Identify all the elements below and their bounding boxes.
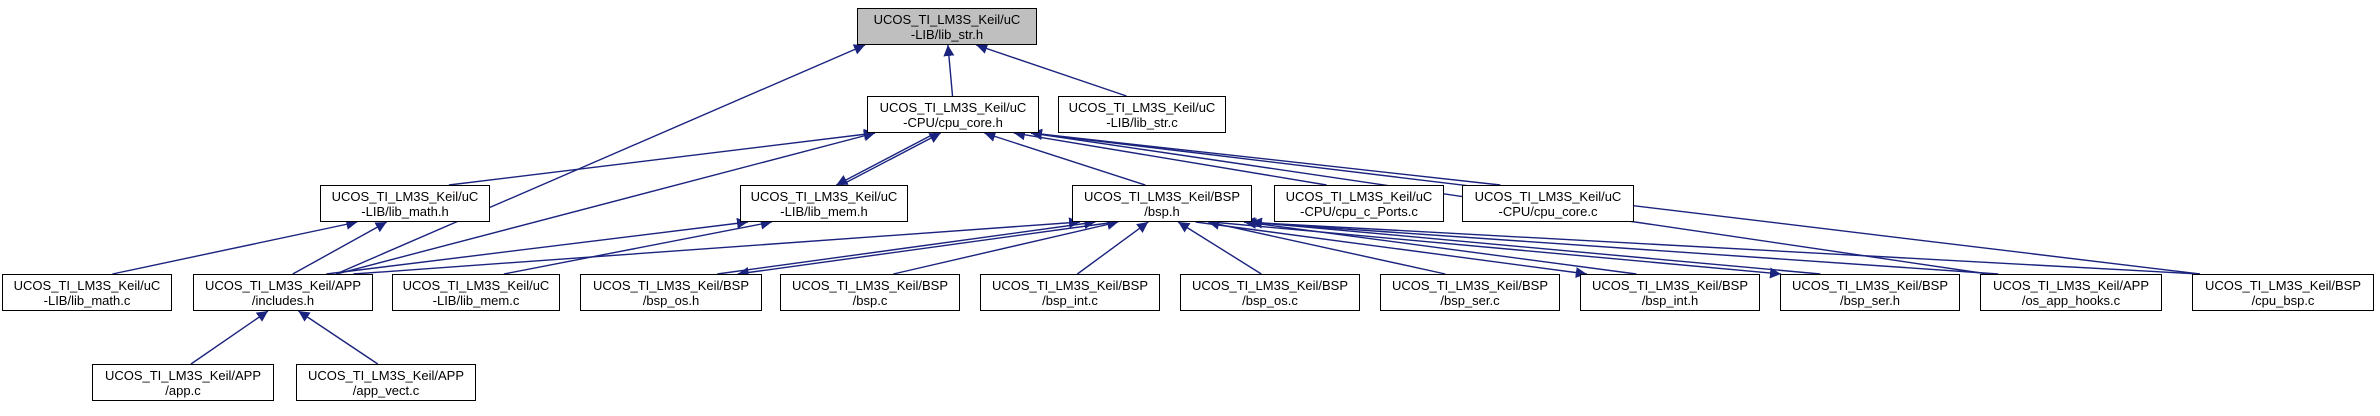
- node-line2: -LIB/lib_str.c: [1106, 114, 1178, 130]
- node-line1: UCOS_TI_LM3S_Keil/APP: [204, 277, 362, 293]
- edge-bsp_os_c-to-bsp_h: [1177, 221, 1262, 275]
- node-line2: -CPU/cpu_c_Ports.c: [1300, 203, 1418, 219]
- edge-bsp_os_h-to-bsp_h: [717, 218, 1096, 275]
- edge-cpu_core_c-to-cpu_core_h: [1030, 128, 1501, 186]
- edge-bsp_c-to-bsp_h: [893, 219, 1119, 275]
- node-bsp-os-h[interactable]: UCOS_TI_LM3S_Keil/BSP /bsp_os.h: [580, 274, 762, 311]
- node-line1: UCOS_TI_LM3S_Keil/APP: [307, 367, 465, 383]
- node-lib-mem-c[interactable]: UCOS_TI_LM3S_Keil/uC -LIB/lib_mem.c: [392, 274, 560, 311]
- node-line1: UCOS_TI_LM3S_Keil/BSP: [991, 277, 1149, 293]
- node-bsp-c[interactable]: UCOS_TI_LM3S_Keil/BSP /bsp.c: [780, 274, 960, 311]
- node-line1: UCOS_TI_LM3S_Keil/uC: [879, 99, 1027, 115]
- edge-lib_mem_c-to-lib_mem_h: [503, 218, 772, 275]
- edge-bsp_h-to-cpu_core_h: [984, 131, 1146, 186]
- edge-includes_h-to-lib_mem_h: [326, 217, 749, 275]
- node-cpu-c-ports-c[interactable]: UCOS_TI_LM3S_Keil/uC -CPU/cpu_c_Ports.c: [1274, 185, 1444, 222]
- node-line2: /bsp_ser.h: [1840, 292, 1900, 308]
- edge-bsp_h-to-bsp_os_h: [737, 221, 1116, 278]
- node-lib-mem-h[interactable]: UCOS_TI_LM3S_Keil/uC -LIB/lib_mem.h: [740, 185, 908, 222]
- edge-cpu_bsp_c-to-bsp_h: [1243, 217, 2201, 275]
- edge-includes_h-to-bsp_h: [353, 217, 1081, 275]
- node-bsp-int-h[interactable]: UCOS_TI_LM3S_Keil/BSP /bsp_int.h: [1580, 274, 1760, 311]
- node-line2: /app_vect.c: [352, 382, 420, 398]
- node-line2: /bsp_int.h: [1641, 292, 1699, 308]
- node-line1: UCOS_TI_LM3S_Keil/uC: [1068, 99, 1216, 115]
- node-line1: UCOS_TI_LM3S_Keil/uC: [402, 277, 550, 293]
- node-bsp-ser-c[interactable]: UCOS_TI_LM3S_Keil/BSP /bsp_ser.c: [1380, 274, 1560, 311]
- node-line2: -CPU/cpu_core.c: [1498, 203, 1598, 219]
- edge-bsp_ser_h-to-bsp_h: [1250, 217, 1821, 275]
- node-line2: /bsp_ser.c: [1440, 292, 1500, 308]
- node-line1: UCOS_TI_LM3S_Keil/APP: [1992, 277, 2150, 293]
- node-line1: UCOS_TI_LM3S_Keil/uC: [750, 188, 898, 204]
- edge-includes_h-to-lib_math_h: [292, 221, 388, 275]
- node-bsp-int-c[interactable]: UCOS_TI_LM3S_Keil/BSP /bsp_int.c: [980, 274, 1160, 311]
- node-bsp-ser-h[interactable]: UCOS_TI_LM3S_Keil/BSP /bsp_ser.h: [1780, 274, 1960, 311]
- edge-app_c-to-includes_h: [190, 310, 269, 365]
- edge-bsp_int_c-to-bsp_h: [1076, 221, 1149, 275]
- node-line2: -LIB/lib_mem.h: [780, 203, 868, 219]
- node-lib-str-h: UCOS_TI_LM3S_Keil/uC -LIB/lib_str.h: [857, 8, 1037, 45]
- node-cpu-core-h[interactable]: UCOS_TI_LM3S_Keil/uC -CPU/cpu_core.h: [867, 96, 1039, 133]
- node-app-c[interactable]: UCOS_TI_LM3S_Keil/APP /app.c: [92, 364, 274, 401]
- node-line2: -CPU/cpu_core.h: [903, 114, 1003, 130]
- node-line1: UCOS_TI_LM3S_Keil/uC: [1474, 188, 1622, 204]
- node-bsp-os-c[interactable]: UCOS_TI_LM3S_Keil/BSP /bsp_os.c: [1180, 274, 1360, 311]
- edge-lib_str_c-to-lib_str_h: [976, 43, 1127, 97]
- node-line2: /cpu_bsp.c: [2251, 292, 2315, 308]
- edge-bsp_h-to-bsp_ser_h: [1211, 221, 1782, 279]
- edge-bsp_ser_c-to-bsp_h: [1208, 218, 1446, 275]
- node-line2: /app.c: [165, 382, 201, 398]
- edge-cpu_core_h-to-lib_str_h: [943, 44, 955, 97]
- node-lib-str-c[interactable]: UCOS_TI_LM3S_Keil/uC -LIB/lib_str.c: [1058, 96, 1226, 133]
- node-app-vect-c[interactable]: UCOS_TI_LM3S_Keil/APP /app_vect.c: [296, 364, 476, 401]
- node-line1: UCOS_TI_LM3S_Keil/BSP: [1083, 188, 1241, 204]
- node-cpu-core-c[interactable]: UCOS_TI_LM3S_Keil/uC -CPU/cpu_core.c: [1462, 185, 1634, 222]
- node-line1: UCOS_TI_LM3S_Keil/BSP: [1391, 277, 1549, 293]
- edge-cpu_c_ports-to-cpu_core_h: [1013, 129, 1327, 186]
- edge-bsp_h-to-bsp_int_h: [1195, 221, 1587, 279]
- node-line1: UCOS_TI_LM3S_Keil/BSP: [592, 277, 750, 293]
- node-includes-h[interactable]: UCOS_TI_LM3S_Keil/APP /includes.h: [193, 274, 373, 311]
- node-line2: -LIB/lib_str.h: [910, 26, 984, 42]
- node-line2: /bsp_int.c: [1042, 292, 1098, 308]
- node-line2: /bsp_os.c: [1242, 292, 1298, 308]
- node-line2: /bsp_os.h: [642, 292, 700, 308]
- node-line1: UCOS_TI_LM3S_Keil/uC: [13, 277, 161, 293]
- edge-lib_math_c-to-lib_math_h: [112, 218, 358, 275]
- node-line2: /os_app_hooks.c: [2021, 292, 2121, 308]
- edge-lib_mem_h-to-cpu_core_h: [840, 132, 941, 186]
- node-os-app-hooks-c[interactable]: UCOS_TI_LM3S_Keil/APP /os_app_hooks.c: [1980, 274, 2162, 311]
- edge-cpu_core_h-to-lib_mem_h: [836, 132, 937, 186]
- node-cpu-bsp-c[interactable]: UCOS_TI_LM3S_Keil/BSP /cpu_bsp.c: [2192, 274, 2374, 311]
- node-line1: UCOS_TI_LM3S_Keil/BSP: [1191, 277, 1349, 293]
- node-line2: /bsp.h: [1144, 203, 1180, 219]
- node-line2: -LIB/lib_math.c: [43, 292, 131, 308]
- node-line1: UCOS_TI_LM3S_Keil/BSP: [1791, 277, 1949, 293]
- node-line1: UCOS_TI_LM3S_Keil/BSP: [1591, 277, 1749, 293]
- node-line1: UCOS_TI_LM3S_Keil/BSP: [791, 277, 949, 293]
- node-line2: /includes.h: [251, 292, 315, 308]
- node-line2: -LIB/lib_mem.c: [432, 292, 520, 308]
- node-bsp-h[interactable]: UCOS_TI_LM3S_Keil/BSP /bsp.h: [1072, 185, 1252, 222]
- node-lib-math-h[interactable]: UCOS_TI_LM3S_Keil/uC -LIB/lib_math.h: [320, 185, 490, 222]
- node-line1: UCOS_TI_LM3S_Keil/uC: [331, 188, 479, 204]
- node-line1: UCOS_TI_LM3S_Keil/BSP: [2204, 277, 2362, 293]
- node-line1: UCOS_TI_LM3S_Keil/uC: [873, 11, 1021, 27]
- edge-includes_h-to-lib_str_h: [335, 44, 866, 275]
- edge-lib_math_h-to-cpu_core_h: [448, 128, 876, 186]
- node-line2: -LIB/lib_math.h: [361, 203, 449, 219]
- edge-includes_h-to-cpu_core_h: [336, 130, 876, 275]
- node-lib-math-c[interactable]: UCOS_TI_LM3S_Keil/uC -LIB/lib_math.c: [2, 274, 172, 311]
- edge-os_app_hooks-to-bsp_h: [1243, 217, 1999, 275]
- edge-app_vect_c-to-includes_h: [298, 310, 379, 365]
- node-line1: UCOS_TI_LM3S_Keil/uC: [1285, 188, 1433, 204]
- node-line1: UCOS_TI_LM3S_Keil/APP: [104, 367, 262, 383]
- node-line2: /bsp.c: [852, 292, 888, 308]
